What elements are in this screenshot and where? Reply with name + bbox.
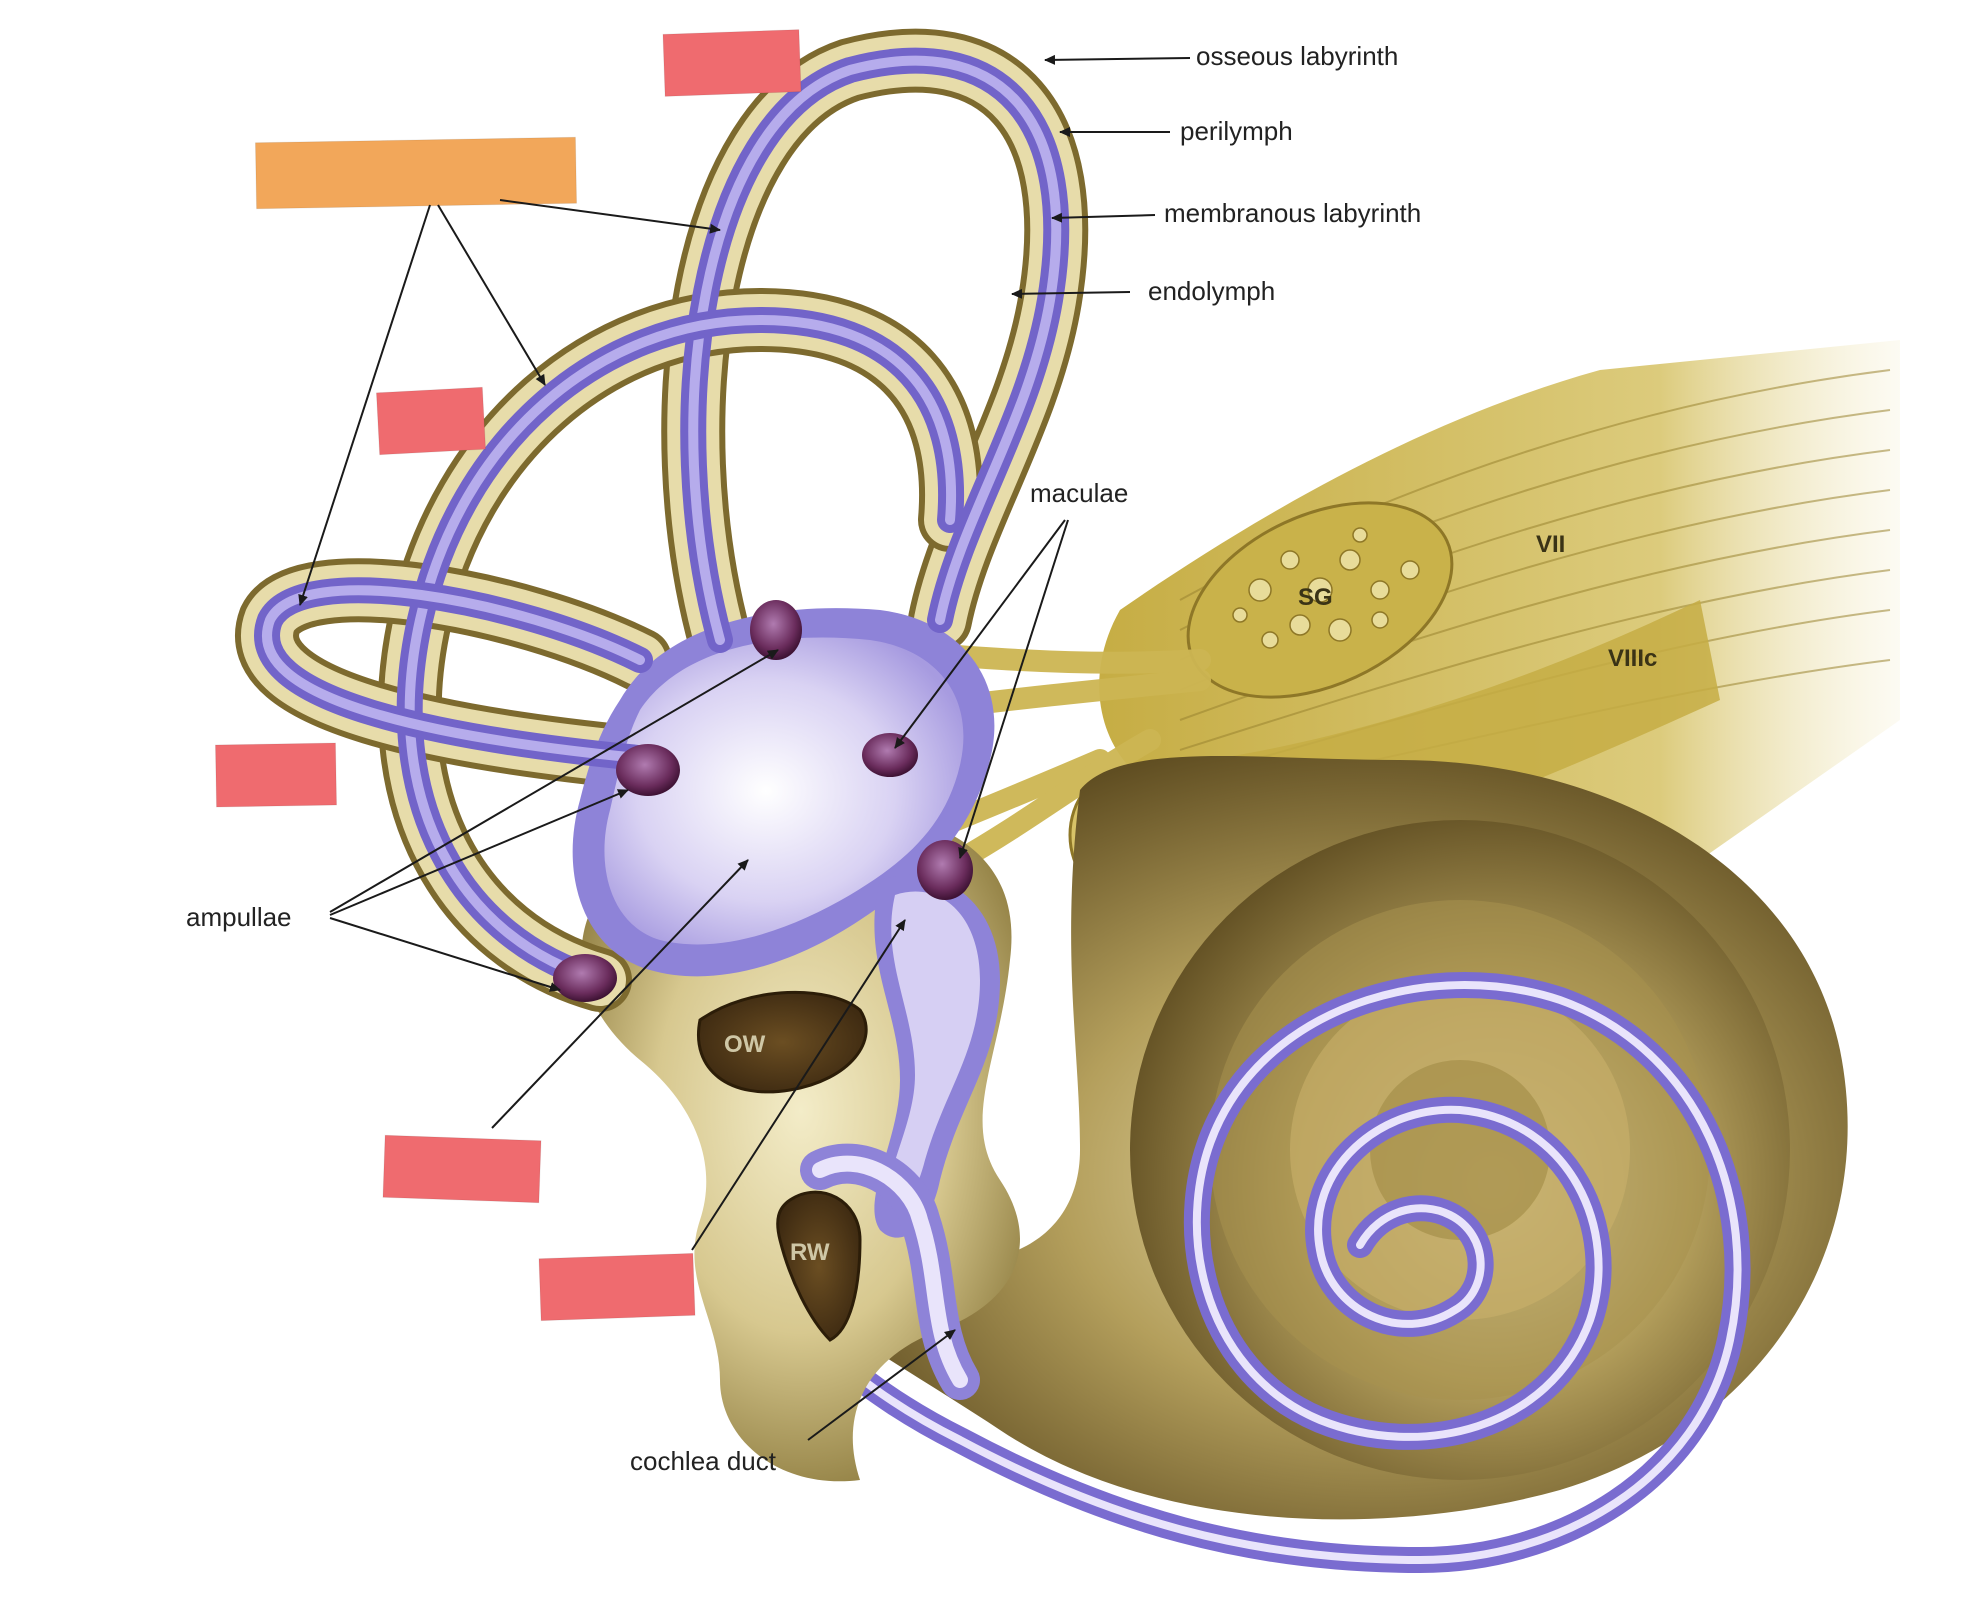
macula-1 xyxy=(862,733,918,777)
label-cochlea-duct: cochlea duct xyxy=(630,1446,777,1476)
label-viiic: VIIIc xyxy=(1608,645,1657,672)
blank-label-box-top[interactable] xyxy=(663,30,801,97)
blank-label-box-left[interactable] xyxy=(215,743,336,807)
label-membranous-labyrinth: membranous labyrinth xyxy=(1164,198,1421,228)
macula-2 xyxy=(917,840,973,900)
blank-label-box-mid-left[interactable] xyxy=(376,387,485,454)
label-rw: RW xyxy=(790,1239,830,1266)
blank-label-box-lower-left[interactable] xyxy=(383,1135,541,1202)
label-ampullae: ampullae xyxy=(186,902,292,932)
blank-label-box-orange[interactable] xyxy=(255,137,576,209)
blank-label-box-bottom[interactable] xyxy=(539,1253,695,1320)
label-vii: VII xyxy=(1536,531,1565,558)
label-osseous-labyrinth: osseous labyrinth xyxy=(1196,41,1398,71)
label-maculae: maculae xyxy=(1030,478,1128,508)
label-endolymph: endolymph xyxy=(1148,276,1275,306)
label-perilymph: perilymph xyxy=(1180,116,1293,146)
ampulla-3 xyxy=(553,954,617,1002)
label-ow: OW xyxy=(724,1031,766,1058)
ampulla-2 xyxy=(616,744,680,796)
label-sg: SG xyxy=(1298,584,1333,611)
